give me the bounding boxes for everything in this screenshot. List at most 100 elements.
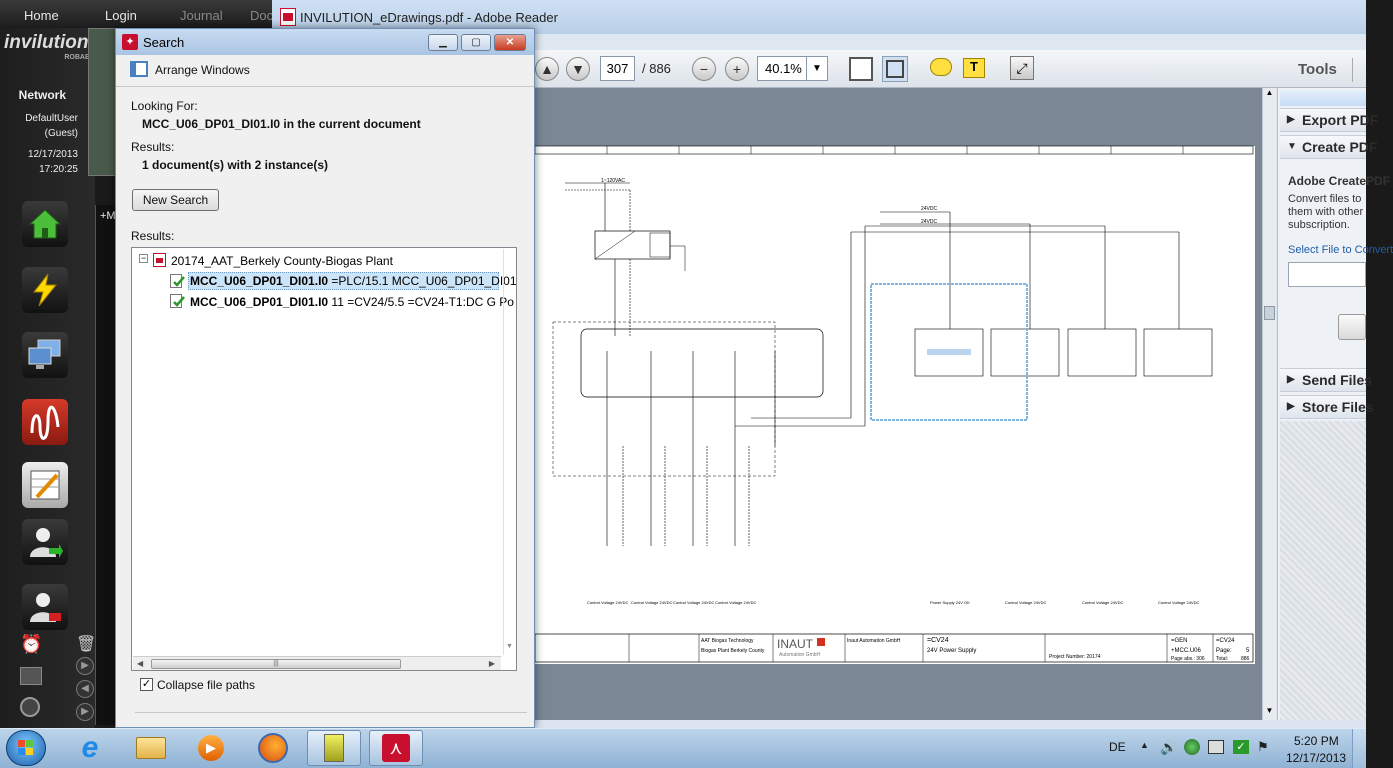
panel-splitter[interactable] xyxy=(1352,58,1364,82)
fit-width-icon[interactable] xyxy=(882,56,908,82)
title-page-value: 5 xyxy=(1246,648,1250,654)
clock-time[interactable]: 5:20 PM xyxy=(1294,734,1339,748)
scroll-up-arrow[interactable]: ▲ xyxy=(1265,88,1274,97)
divider xyxy=(135,712,527,713)
results-horizontal-scrollbar[interactable]: ◀ ||| ▶ xyxy=(133,656,501,670)
power-icon[interactable] xyxy=(20,697,40,717)
arrange-windows-link[interactable]: Arrange Windows xyxy=(155,63,250,77)
sidebar-date: 12/17/2013 xyxy=(27,149,78,160)
network-status-icon[interactable] xyxy=(1184,739,1200,755)
scroll-thumb[interactable] xyxy=(1264,306,1275,320)
fullscreen-icon[interactable]: ⤢ xyxy=(1010,56,1034,80)
result-document-node[interactable]: 20174_AAT_Berkely County-Biogas Plant xyxy=(171,254,393,268)
scroll-down-arrow[interactable]: ▼ xyxy=(1265,706,1274,715)
nav-login[interactable]: Login xyxy=(105,8,137,23)
arrange-windows-icon[interactable] xyxy=(130,61,148,77)
hscroll-thumb[interactable]: ||| xyxy=(151,659,401,669)
previous-page-button[interactable]: ▲ xyxy=(535,57,559,81)
result-hit-1[interactable]: MCC_U06_DP01_DI01.I0 =PLC/15.1 MCC_U06_D… xyxy=(190,274,517,288)
lightning-app-icon[interactable] xyxy=(22,267,68,313)
svg-text:Control Voltage 24VDC: Control Voltage 24VDC xyxy=(1158,600,1199,605)
volume-icon[interactable]: 🔊 xyxy=(1160,739,1178,755)
maximize-button[interactable]: ▢ xyxy=(461,34,491,51)
internet-explorer-icon[interactable]: e xyxy=(81,731,99,764)
scroll-left-arrow[interactable]: ◀ xyxy=(137,659,144,668)
minimize-button[interactable]: ▁ xyxy=(428,34,458,51)
file-explorer-icon[interactable] xyxy=(124,730,178,766)
title-total-value: 886 xyxy=(1241,656,1250,662)
trash-icon[interactable]: 🗑 xyxy=(76,636,97,653)
results-tree[interactable] xyxy=(131,247,517,671)
page-number-input[interactable]: 307 xyxy=(600,56,635,81)
media-player-icon[interactable]: ▶ xyxy=(184,730,238,766)
comment-icon[interactable] xyxy=(930,58,952,76)
result-hit-2[interactable]: MCC_U06_DP01_DI01.I0 11 =CV24/5.5 =CV24-… xyxy=(190,295,514,309)
collapse-node-icon[interactable]: − xyxy=(139,253,148,263)
adobe-reader-taskbar-icon[interactable]: ⋏ xyxy=(369,730,423,766)
highlight-text-icon[interactable]: T xyxy=(963,58,985,78)
network-computers-icon[interactable] xyxy=(22,332,68,378)
side-pane: +M xyxy=(95,205,116,725)
export-pdf-section[interactable]: ▶Export PDF xyxy=(1280,108,1378,132)
security-check-icon[interactable]: ✓ xyxy=(1233,740,1249,754)
tools-pane-header xyxy=(1280,90,1366,106)
result-hit-1-term: MCC_U06_DP01_DI01.I0 xyxy=(190,274,329,288)
play-icon[interactable]: ▶ xyxy=(76,657,94,675)
zoom-level-input[interactable]: 40.1% xyxy=(757,56,807,81)
nav-home[interactable]: Home xyxy=(24,8,59,23)
wiring-app-icon[interactable] xyxy=(22,399,68,445)
back-icon[interactable]: ◀ xyxy=(76,680,94,698)
action-center-flag-icon[interactable]: ⚑ xyxy=(1257,739,1269,754)
clock-date[interactable]: 12/17/2013 xyxy=(1286,751,1347,765)
create-pdf-section[interactable]: ▼Create PDF xyxy=(1280,135,1377,159)
result-hit-2-context: 11 =CV24/5.5 =CV24-T1:DC G Po xyxy=(328,295,514,309)
fit-page-icon[interactable] xyxy=(849,57,873,81)
language-indicator[interactable]: DE xyxy=(1109,740,1126,754)
send-files-section[interactable]: ▶Send Files xyxy=(1280,368,1372,392)
nav-journal[interactable]: Journal xyxy=(180,8,223,23)
edit-chart-icon[interactable] xyxy=(22,462,68,508)
page-total: / 886 xyxy=(642,61,671,76)
create-pdf-label: Create PDF xyxy=(1302,139,1378,155)
tray-expand-icon[interactable]: ▲ xyxy=(1140,740,1149,750)
svg-text:Power Supply 24V OK: Power Supply 24V OK xyxy=(930,600,970,605)
close-button[interactable]: ✕ xyxy=(494,34,526,51)
zoom-in-button[interactable]: + xyxy=(725,57,749,81)
svg-text:1~120VAC: 1~120VAC xyxy=(601,178,625,184)
convert-button[interactable] xyxy=(1338,314,1366,340)
select-file-link[interactable]: Select File to Convert xyxy=(1288,244,1393,256)
vertical-scrollbar[interactable]: ▲ ▼ xyxy=(1262,88,1276,720)
createpdf-desc-3: subscription. xyxy=(1288,219,1350,231)
home-app-icon[interactable] xyxy=(22,201,68,247)
zoom-out-button[interactable]: − xyxy=(692,57,716,81)
scroll-right-arrow[interactable]: ▶ xyxy=(488,659,495,668)
store-files-section[interactable]: ▶Store Files xyxy=(1280,395,1374,419)
nav-doc[interactable]: Doc xyxy=(250,8,274,23)
results-vertical-scrollbar[interactable]: ▼ xyxy=(503,249,515,655)
results-summary-label: Results: xyxy=(131,140,175,154)
adobe-createpdf-title: Adobe CreatePDF xyxy=(1288,174,1391,188)
show-desktop-button[interactable] xyxy=(1352,729,1366,768)
file-select-field[interactable] xyxy=(1288,262,1366,287)
next-page-button[interactable]: ▼ xyxy=(566,57,590,81)
chart-mini-icon[interactable] xyxy=(20,667,42,685)
display-icon[interactable] xyxy=(1208,740,1224,754)
user-login-icon[interactable] xyxy=(22,519,68,565)
m-tab[interactable]: +M xyxy=(100,210,116,222)
title-project-a: AAT Biogas Technology xyxy=(701,638,754,644)
tools-tab[interactable]: Tools xyxy=(1298,61,1337,78)
svg-text:Control Voltage 24VDC: Control Voltage 24VDC xyxy=(1005,600,1046,605)
pdf-file-icon xyxy=(280,8,296,26)
start-button[interactable] xyxy=(6,730,46,766)
firefox-icon[interactable] xyxy=(246,730,300,766)
collapsed-arrow-icon: ▶ xyxy=(1287,374,1295,385)
user-logout-icon[interactable] xyxy=(22,584,68,630)
collapse-paths-checkbox[interactable]: ✓ xyxy=(140,678,153,691)
new-search-button[interactable]: New Search xyxy=(132,189,219,211)
alarm-clock-icon[interactable]: ⏰ xyxy=(20,634,43,654)
invilution-taskbar-icon[interactable] xyxy=(307,730,361,766)
pdf-page: 1~120VAC xyxy=(534,145,1255,664)
forward-icon[interactable]: ▶ xyxy=(76,703,94,721)
scroll-down-arrow[interactable]: ▼ xyxy=(506,643,513,650)
zoom-dropdown-button[interactable]: ▼ xyxy=(806,56,828,81)
